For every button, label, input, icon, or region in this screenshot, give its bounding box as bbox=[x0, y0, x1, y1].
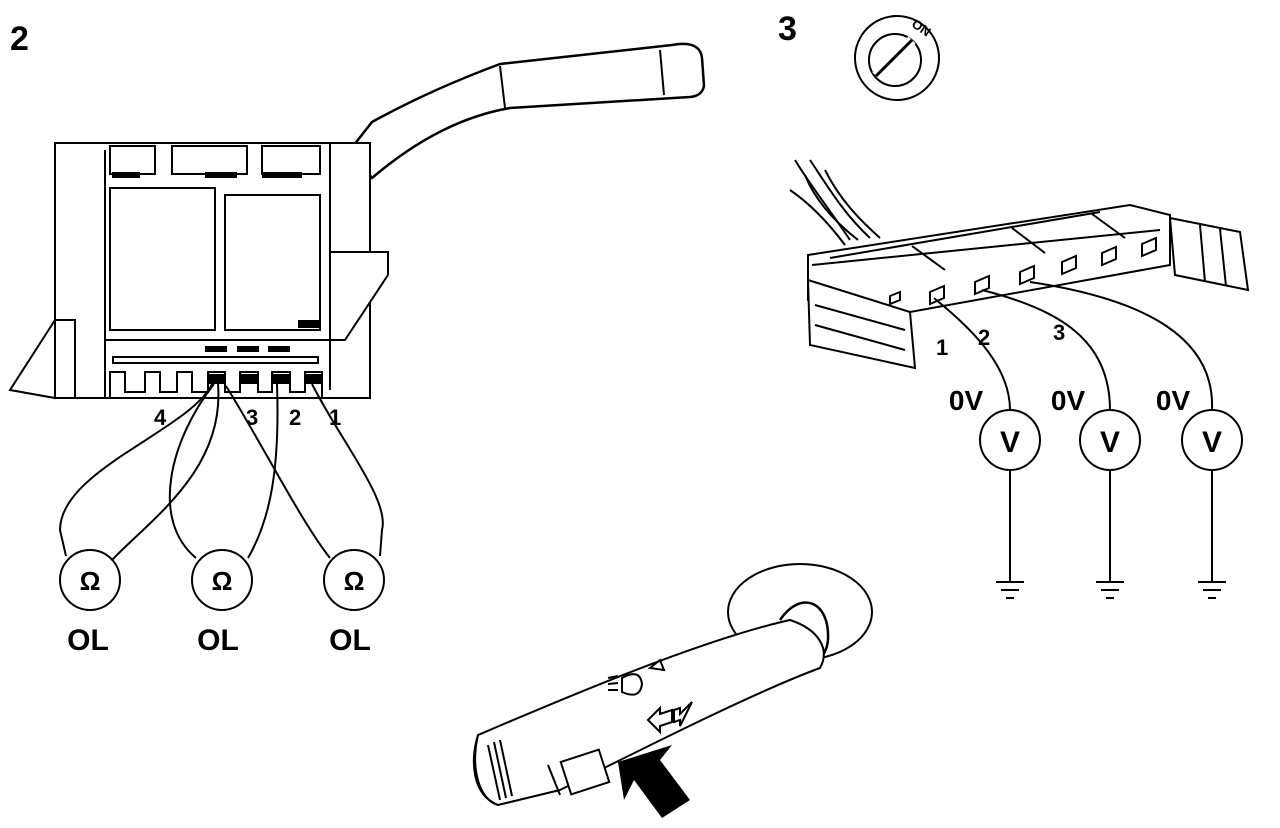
ohmmeter-leads bbox=[58, 383, 384, 561]
stalk-detail bbox=[472, 563, 873, 818]
headlight-icon bbox=[607, 658, 666, 696]
connector-terminals bbox=[889, 236, 1157, 306]
panel-2: 2 bbox=[8, 20, 706, 657]
ignition-key-icon: ON bbox=[854, 15, 940, 101]
ohm-symbol: Ω bbox=[80, 566, 101, 596]
volt-symbol: V bbox=[1100, 426, 1120, 459]
turn-signal-arrows-icon bbox=[646, 701, 693, 735]
panel-3: 3 ON bbox=[778, 10, 1250, 599]
ohmmeter-reading-1: OL bbox=[67, 624, 109, 657]
terminal-label-3: 3 bbox=[1053, 320, 1065, 345]
voltmeter-3: V 0V bbox=[1156, 385, 1243, 599]
ohmmeter-reading-3: OL bbox=[329, 624, 371, 657]
ohmmeter-reading-2: OL bbox=[197, 624, 239, 657]
ohmmeter-3: Ω OL bbox=[323, 549, 385, 657]
switch-terminals bbox=[207, 374, 322, 384]
step-number-3: 3 bbox=[778, 10, 797, 48]
voltmeter-1: V 0V bbox=[949, 385, 1041, 599]
push-arrow-icon bbox=[618, 745, 690, 818]
voltmeter-reading-1: 0V bbox=[949, 385, 984, 416]
ohmmeter-2: Ω OL bbox=[191, 549, 253, 657]
volt-symbol: V bbox=[1000, 426, 1020, 459]
harness-wires bbox=[789, 159, 881, 246]
ohm-symbol: Ω bbox=[344, 566, 365, 596]
switch-lever bbox=[348, 42, 706, 180]
wiring-connector bbox=[806, 203, 1250, 370]
terminal-label-1: 1 bbox=[329, 405, 341, 430]
voltmeter-reading-3: 0V bbox=[1156, 385, 1191, 416]
step-number-2: 2 bbox=[10, 20, 29, 58]
ohmmeter-1: Ω OL bbox=[59, 549, 121, 657]
volt-symbol: V bbox=[1202, 426, 1222, 459]
combination-switch-body bbox=[8, 142, 389, 400]
voltmeter-2: V 0V bbox=[1051, 385, 1141, 599]
voltmeter-reading-2: 0V bbox=[1051, 385, 1086, 416]
voltmeter-leads bbox=[933, 281, 1214, 411]
ohm-symbol: Ω bbox=[212, 566, 233, 596]
terminal-label-3: 3 bbox=[246, 405, 258, 430]
terminal-label-4: 4 bbox=[154, 405, 167, 430]
terminal-label-1: 1 bbox=[936, 335, 948, 360]
terminal-label-2: 2 bbox=[289, 405, 301, 430]
